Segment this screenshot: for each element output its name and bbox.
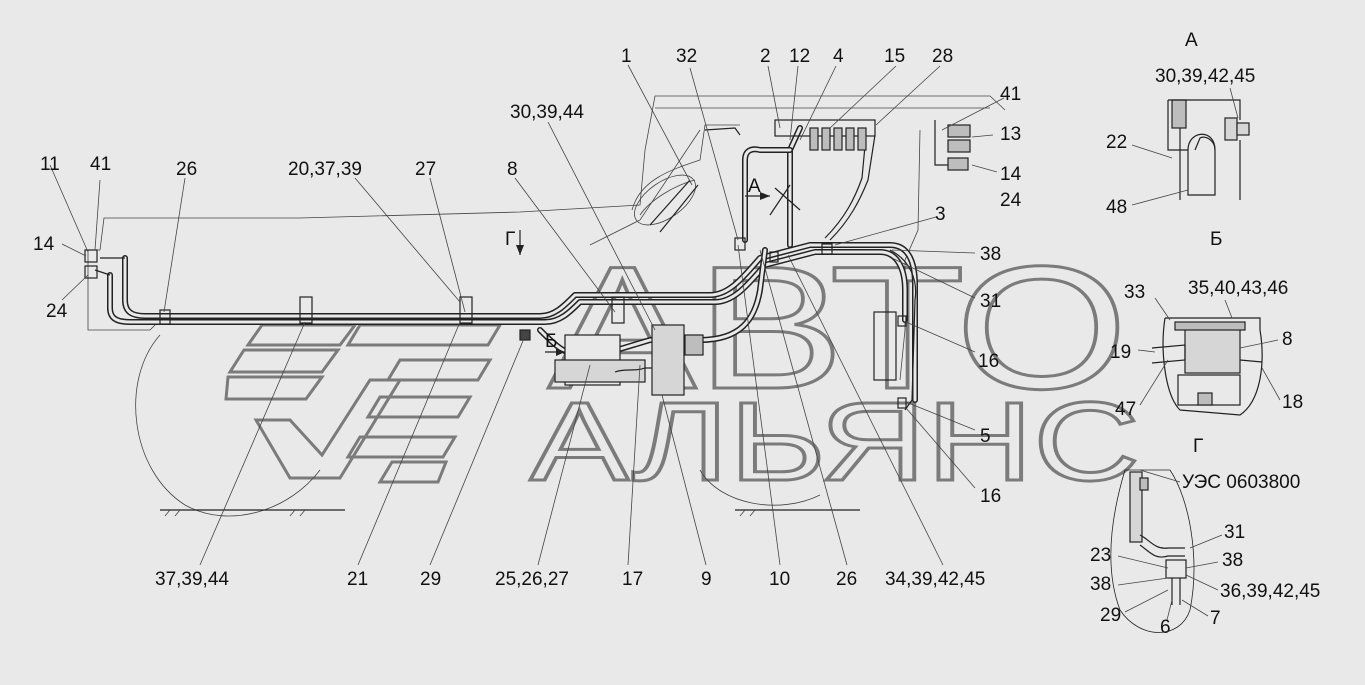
callout: 10 [769,569,790,590]
callout: 24 [1000,190,1022,211]
detail-b-18: 18 [1282,392,1303,413]
callout: 11 [40,154,60,175]
detail-b-ref: 35,40,43,46 [1188,278,1288,299]
view-letter-a: А [1185,30,1198,51]
detail-b-33: 33 [1124,282,1145,303]
callout: 34,39,42,45 [885,569,985,590]
callout: 30,39,44 [510,102,584,123]
detail-g-38b: 38 [1090,574,1111,595]
detail-g-23: 23 [1090,545,1111,566]
callout: 14 [1000,164,1022,185]
callout: 41 [90,154,111,175]
detail-b-19: 19 [1110,342,1131,363]
callout: 29 [420,569,441,590]
view-letter-g: Г [1193,436,1203,457]
detail-a-22: 22 [1106,132,1127,153]
callout: 28 [932,46,953,67]
detail-g-7: 7 [1210,608,1221,629]
callout: 21 [347,569,368,590]
marker-b: Б [545,331,557,352]
callout-labels: 1 32 2 12 4 15 28 41 13 14 24 3 38 31 16… [33,46,1022,590]
pump-assembly [519,324,704,396]
callout: 25,26,27 [495,569,569,590]
cylinder [873,311,897,381]
detail-g-code: УЭС 0603800 [1182,472,1300,493]
callout: 31 [980,291,1001,312]
callout: 14 [33,234,55,255]
callout: 41 [1000,84,1021,105]
detail-g-36: 36,39,42,45 [1220,581,1320,602]
callout: 8 [507,159,518,180]
callout: 38 [980,244,1001,265]
detail-g-29: 29 [1100,605,1121,626]
callout: 4 [833,46,844,67]
detail-g-31: 31 [1224,522,1245,543]
callout: 26 [836,569,857,590]
detail-view-b: Б 35,40,43,46 33 19 8 47 18 [1110,229,1303,420]
leader-lines [49,64,1005,566]
detail-b-8: 8 [1282,329,1293,350]
detail-g-6: 6 [1160,617,1171,638]
callout: 27 [415,159,436,180]
detail-g-38a: 38 [1222,550,1243,571]
detail-a-ref: 30,39,42,45 [1155,66,1255,87]
marker-g: Г [505,229,515,250]
callout: 37,39,44 [155,569,229,590]
callout: 2 [760,46,771,67]
callout: 12 [789,46,810,67]
watermark-line1: АВТО [548,231,1128,426]
callout: 20,37,39 [288,159,362,180]
callout: 3 [935,204,946,225]
marker-a: А [748,176,761,197]
callout: 9 [701,569,712,590]
view-letter-b: Б [1210,229,1222,250]
watermark-logo [224,323,503,484]
watermark-line2: АЛЬЯНС [530,379,1140,504]
callout: 5 [980,426,991,447]
callout: 16 [978,351,999,372]
callout: 13 [1000,124,1021,145]
callout: 26 [176,159,197,180]
detail-b-47: 47 [1115,399,1136,420]
callout: 16 [980,486,1001,507]
callout: 24 [46,301,68,322]
watermark: АВТО АЛЬЯНС [224,230,1142,506]
callout: 15 [884,46,905,67]
detail-a-48: 48 [1106,197,1127,218]
callout: 32 [676,46,697,67]
detail-view-a: А 30,39,42,45 22 48 [1106,30,1255,218]
callout: 17 [622,569,643,590]
hydraulic-lines [84,119,971,411]
tractor-outline [87,95,1006,517]
callout: 1 [621,46,632,67]
detail-view-g: Г УЭС 0603800 31 23 38 38 36,39,42,45 29… [1090,436,1320,638]
